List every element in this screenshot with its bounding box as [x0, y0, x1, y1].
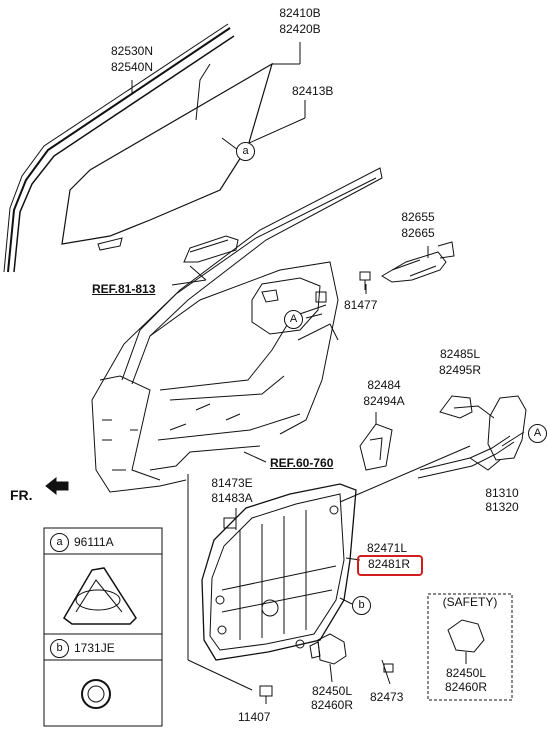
label-82530n: 82530N	[110, 44, 154, 58]
label-81473e: 81473E	[211, 476, 253, 490]
callout-a: a	[236, 142, 255, 161]
legend-part-96111a: 96111A	[74, 535, 114, 549]
window-run-channel	[3, 23, 235, 273]
fr-label: FR.	[10, 487, 33, 503]
label-82460r-safety: 82460R	[444, 680, 488, 694]
label-81320: 81320	[485, 500, 519, 514]
label-82471l: 82471L	[366, 541, 408, 555]
regulator-motor	[295, 633, 347, 683]
legend-letter-b: b	[50, 639, 69, 658]
latch-assembly	[417, 395, 527, 479]
clip-81473e	[223, 517, 237, 529]
label-81310: 81310	[485, 486, 519, 500]
label-82473: 82473	[370, 690, 404, 704]
label-82450l-safety: 82450L	[445, 666, 487, 680]
legend-part-1731je: 1731JE	[74, 641, 115, 655]
door-module-panel	[201, 483, 357, 661]
bolt-11407	[259, 685, 273, 704]
label-11407: 11407	[238, 710, 271, 724]
bolt-82473	[381, 659, 394, 685]
label-82485l: 82485L	[439, 347, 481, 361]
door-frame	[91, 167, 383, 493]
label-safety: (SAFETY)	[442, 595, 498, 609]
label-82460r: 82460R	[310, 698, 354, 712]
label-82494a: 82494A	[363, 394, 405, 408]
bolt-81477	[359, 271, 371, 290]
label-82410b: 82410B	[279, 6, 321, 20]
ref-60-760: REF.60-760	[270, 456, 334, 470]
fr-arrow	[45, 476, 69, 496]
outside-handle	[183, 235, 239, 263]
label-82450l: 82450L	[311, 684, 353, 698]
highlight-box	[357, 555, 423, 576]
label-82481r: 82481R	[367, 557, 411, 571]
legend-box	[43, 527, 163, 727]
label-82540n: 82540N	[110, 60, 154, 74]
callout-b: b	[352, 596, 371, 615]
callout-A-right: A	[528, 424, 547, 443]
bracket-82484	[359, 412, 393, 471]
ref-81-813: REF.81-813	[92, 282, 156, 296]
legend-letter-a: a	[50, 533, 69, 552]
label-82495r: 82495R	[438, 363, 482, 377]
label-82413b: 82413B	[292, 84, 334, 98]
label-82420b: 82420B	[279, 22, 321, 36]
callout-A-top: A	[284, 310, 303, 329]
label-82655: 82655	[401, 210, 435, 224]
ref-leader-lines	[243, 313, 323, 463]
label-81483a: 81483A	[211, 491, 253, 505]
inside-handle	[381, 241, 455, 283]
label-82665: 82665	[401, 226, 435, 240]
label-82484: 82484	[367, 378, 401, 392]
label-81477: 81477	[344, 298, 378, 312]
safety-box	[427, 593, 513, 701]
leader-lines-top	[131, 42, 306, 286]
